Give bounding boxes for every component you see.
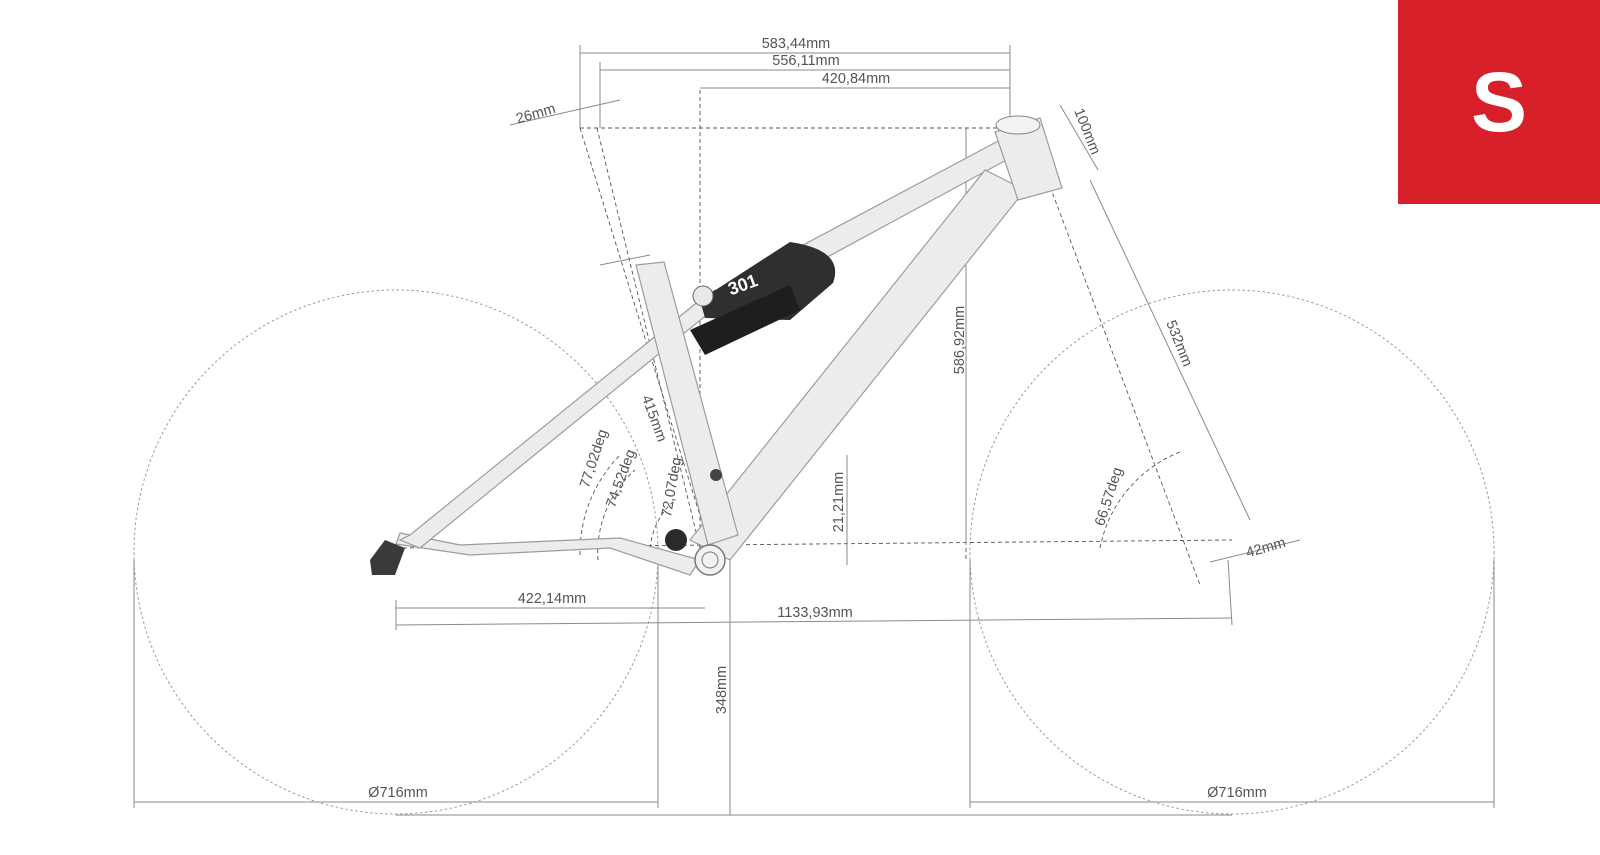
main-pivot — [665, 529, 687, 551]
size-badge: S — [1398, 0, 1600, 204]
head-tube-top — [995, 115, 1041, 135]
dim-bb-drop: 21,21mm — [831, 472, 847, 532]
dim-angle-72: 72,07deg — [659, 456, 685, 518]
dim-chainstay: 422,14mm — [518, 591, 587, 607]
rear-dropout — [370, 540, 405, 575]
dim-stack: 586,92mm — [952, 306, 968, 375]
front-wheel-outline — [969, 289, 1495, 815]
chainstay — [395, 532, 701, 576]
dim-top-length-2: 556,11mm — [772, 53, 839, 69]
dim-seat-tube: 415mm — [638, 393, 670, 444]
lower-pivot — [710, 469, 722, 481]
bike-frame: 301 — [370, 115, 1063, 576]
bb-inner — [701, 551, 719, 569]
dim-top-length-1: 583,44mm — [762, 36, 831, 52]
dim-angle-74: 74,52deg — [603, 447, 639, 509]
dim-wheelbase: 1133,93mm — [777, 605, 853, 621]
dim-head-angle: 66,57deg — [1092, 466, 1126, 528]
dim-offset-26: 26mm — [514, 101, 557, 127]
bottom-bracket — [694, 544, 726, 576]
dim-front-wheel-dia: Ø716mm — [1207, 785, 1267, 801]
dimension-lines — [133, 45, 1495, 816]
shock-mount — [692, 285, 714, 307]
rear-shock — [690, 285, 800, 355]
size-label: S — [1470, 55, 1528, 149]
dim-bb-height: 348mm — [714, 666, 730, 714]
dim-angle-77: 77,02deg — [577, 428, 611, 490]
rocker-link — [700, 242, 836, 320]
seatstay — [398, 289, 726, 549]
dim-fork-offset: 42mm — [1244, 535, 1287, 561]
dim-rear-wheel-dia: Ø716mm — [368, 785, 428, 801]
dim-reach: 420,84mm — [822, 71, 891, 87]
